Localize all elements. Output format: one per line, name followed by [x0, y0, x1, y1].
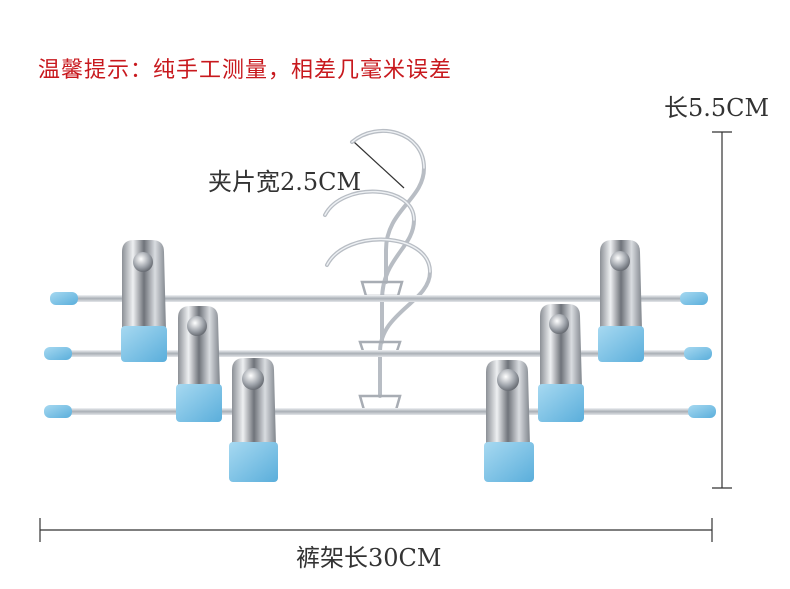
- clip-top-right: [598, 240, 644, 362]
- clip-width-pointer-line: [353, 141, 405, 189]
- measurement-notice: 温馨提示：纯手工测量，相差几毫米误差: [38, 58, 453, 83]
- end-cap-left: [44, 347, 72, 360]
- clip-top-left: [121, 240, 167, 362]
- clip-bottom-left: [229, 358, 278, 482]
- clip-middle-left: [176, 306, 222, 422]
- clip-width-dimension-label: 夹片宽2.5CM: [208, 168, 362, 196]
- clip-bottom-right: [484, 360, 534, 482]
- clip-middle-right: [538, 304, 584, 422]
- height-dimension-line: [712, 131, 732, 489]
- end-cap-right: [680, 292, 708, 305]
- hanger-bar-middle: [44, 347, 712, 360]
- end-cap-right: [688, 405, 716, 418]
- length-dimension-line: [39, 518, 713, 542]
- end-cap-right: [684, 347, 712, 360]
- hanger-bar-bottom: [44, 405, 716, 418]
- length-dimension-label: 裤架长30CM: [296, 544, 442, 572]
- end-cap-left: [50, 292, 78, 305]
- height-dimension-label: 长5.5CM: [664, 94, 770, 122]
- end-cap-left: [44, 405, 72, 418]
- hanger-bar-top: [50, 292, 708, 305]
